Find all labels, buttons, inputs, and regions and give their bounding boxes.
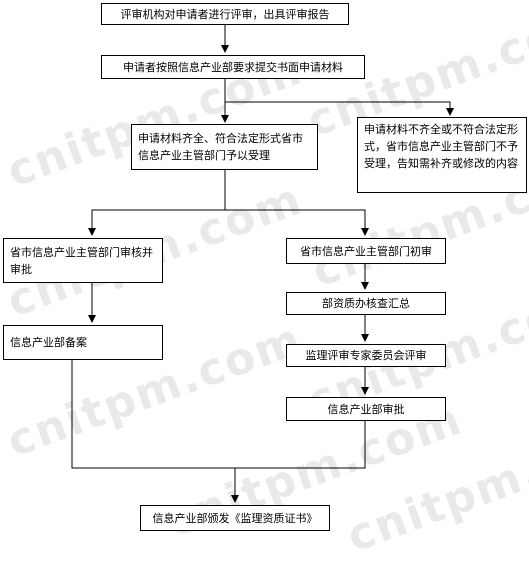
node-provincial-preliminary-review: 省市信息产业主管部门初审 [286,238,446,264]
node-evaluation-report: 评审机构对申请者进行评审，出具评审报告 [101,3,349,25]
connector-split-n5 [88,209,225,236]
node-ministry-filing: 信息产业部备案 [3,325,163,360]
node-expert-committee-review: 监理评审专家委员会评审 [286,344,446,367]
flow-connectors [71,25,454,503]
node-qualification-office-check: 部资质办核查汇总 [286,292,446,315]
node-submit-application: 申请者按照信息产业部要求提交书面申请材料 [101,55,365,79]
node-accept-application: 申请材料齐全、符合法定形式省市信息产业主管部门予以受理 [131,124,318,170]
connector-split-n6 [225,209,369,236]
node-ministry-approval: 信息产业部审批 [286,397,446,421]
node-reject-application: 申请材料不齐全或不符合法定形式，省市信息产业主管部门不予受理，告知需补齐或修改的… [357,117,527,193]
connector-n10-merge [235,421,366,469]
node-issue-certificate: 信息产业部颁发《监理资质证书》 [140,505,330,531]
connector-n2-n4 [225,101,454,116]
connector-n7-merge [71,360,235,469]
node-provincial-review-approve: 省市信息产业主管部门审核并审批 [3,238,163,283]
